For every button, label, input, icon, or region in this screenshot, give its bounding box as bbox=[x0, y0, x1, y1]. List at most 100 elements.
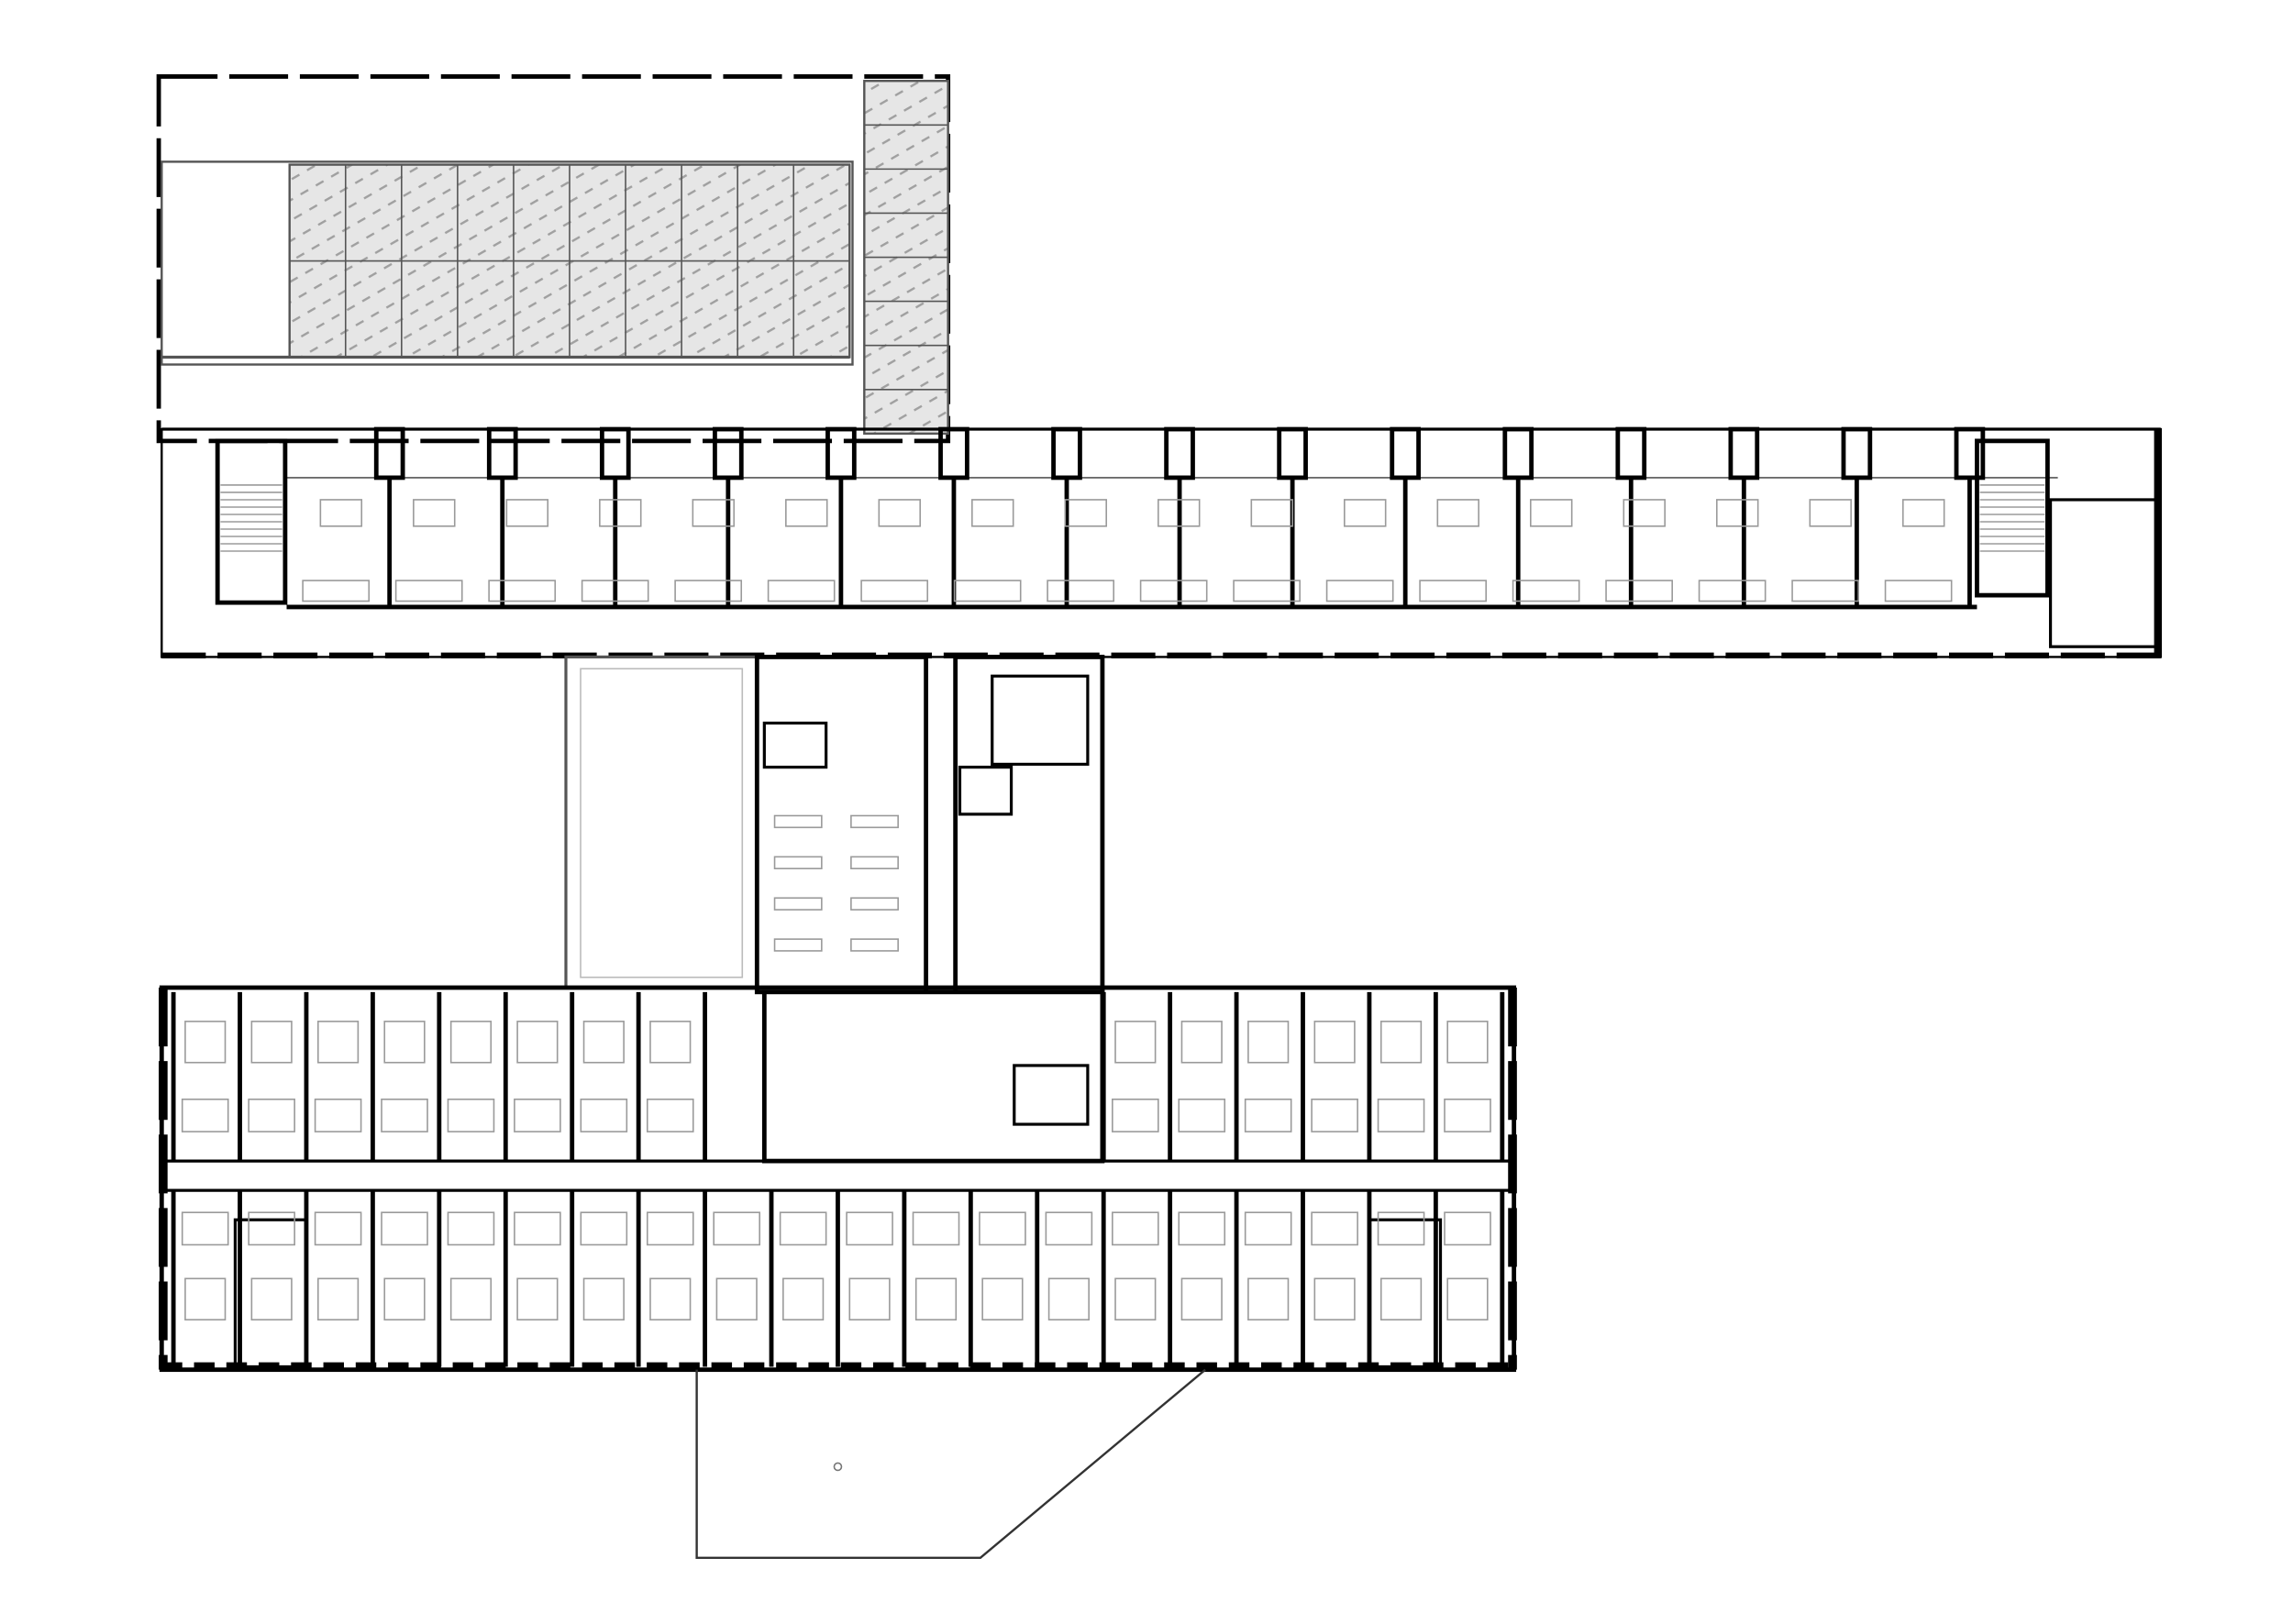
window-bay bbox=[373, 426, 405, 481]
bathroom bbox=[912, 1211, 960, 1246]
lower-core bbox=[761, 989, 1105, 1164]
bed bbox=[1180, 1021, 1223, 1064]
bathroom-fixtures bbox=[1698, 580, 1767, 602]
bathroom-fixtures bbox=[1325, 580, 1394, 602]
bed bbox=[505, 499, 549, 527]
atrium bbox=[564, 655, 759, 989]
central-link bbox=[564, 655, 1105, 995]
bathroom bbox=[713, 1211, 761, 1246]
bathroom-fixtures bbox=[1884, 580, 1953, 602]
west-stair bbox=[215, 438, 288, 605]
bathroom bbox=[248, 1099, 295, 1132]
bed bbox=[516, 1021, 559, 1064]
bathroom bbox=[979, 1211, 1026, 1246]
bathroom bbox=[580, 1099, 628, 1132]
window-bay bbox=[1502, 426, 1534, 481]
bed bbox=[715, 1277, 758, 1320]
lift-1 bbox=[762, 721, 828, 769]
bathroom bbox=[181, 1211, 229, 1246]
bathroom-fixtures bbox=[860, 580, 929, 602]
bed bbox=[785, 499, 828, 527]
dining-table bbox=[850, 938, 899, 952]
bed bbox=[1250, 499, 1293, 527]
bathroom-fixtures bbox=[1512, 580, 1580, 602]
bathroom bbox=[1178, 1211, 1226, 1246]
bed bbox=[1313, 1277, 1356, 1320]
bathroom bbox=[181, 1099, 229, 1132]
window-bay bbox=[1841, 426, 1873, 481]
terrace-marker bbox=[833, 1462, 843, 1472]
bathroom bbox=[1112, 1099, 1159, 1132]
east-stair bbox=[1975, 438, 2050, 598]
bathroom-fixtures bbox=[1139, 580, 1208, 602]
stair-treads bbox=[1979, 484, 2045, 552]
bathroom bbox=[1244, 1099, 1292, 1132]
window-bay bbox=[1277, 426, 1308, 481]
upper-wing-outline bbox=[161, 427, 2162, 658]
bathroom bbox=[381, 1211, 428, 1246]
bed bbox=[848, 1277, 891, 1320]
dining-table bbox=[773, 938, 823, 952]
dining-tables bbox=[773, 814, 899, 952]
bathroom bbox=[314, 1211, 362, 1246]
bathroom bbox=[846, 1211, 893, 1246]
bed bbox=[692, 499, 736, 527]
bathroom-fixtures bbox=[1047, 580, 1115, 602]
bathroom bbox=[1377, 1099, 1425, 1132]
bathroom-fixtures bbox=[1419, 580, 1487, 602]
bathroom-fixtures bbox=[394, 580, 463, 602]
bed bbox=[1530, 499, 1573, 527]
bed bbox=[1715, 499, 1759, 527]
bed bbox=[250, 1021, 293, 1064]
bed bbox=[1446, 1277, 1489, 1320]
bathroom bbox=[580, 1211, 628, 1246]
window-bay bbox=[486, 426, 518, 481]
stair-treads bbox=[220, 484, 282, 552]
bed bbox=[649, 1021, 692, 1064]
bed bbox=[449, 1277, 493, 1320]
bed bbox=[782, 1277, 825, 1320]
lower-guest-rooms bbox=[171, 991, 1505, 1367]
bathroom-fixtures bbox=[1791, 580, 1859, 602]
window-bay bbox=[1728, 426, 1760, 481]
bed bbox=[319, 499, 363, 527]
upper-guest-rooms bbox=[302, 426, 1986, 607]
bed bbox=[1114, 1021, 1157, 1064]
bed bbox=[449, 1021, 493, 1064]
bathroom-fixtures bbox=[953, 580, 1022, 602]
north-block bbox=[156, 74, 951, 444]
dining-table bbox=[773, 856, 823, 870]
bed bbox=[1623, 499, 1666, 527]
bed bbox=[1446, 1021, 1489, 1064]
bathroom bbox=[1178, 1099, 1226, 1132]
bed bbox=[316, 1021, 360, 1064]
dining-table bbox=[773, 814, 823, 829]
bathroom-fixtures bbox=[1233, 580, 1302, 602]
lift-3 bbox=[1013, 1064, 1090, 1126]
east-suite bbox=[2048, 498, 2158, 648]
bathroom bbox=[447, 1211, 495, 1246]
bathroom bbox=[1444, 1211, 1491, 1246]
bed bbox=[1114, 1277, 1157, 1320]
bed bbox=[971, 499, 1014, 527]
bathroom bbox=[646, 1099, 694, 1132]
staff-area bbox=[754, 655, 929, 995]
bed bbox=[383, 1277, 426, 1320]
bathroom bbox=[1311, 1211, 1358, 1246]
courtyard-glazing-grid bbox=[289, 164, 850, 358]
bed bbox=[516, 1277, 559, 1320]
bed bbox=[878, 499, 922, 527]
bathroom bbox=[1377, 1211, 1425, 1246]
bathroom bbox=[248, 1211, 295, 1246]
bed bbox=[413, 499, 456, 527]
bathroom bbox=[1045, 1211, 1093, 1246]
dining-table bbox=[850, 897, 899, 911]
core-stair bbox=[991, 674, 1090, 767]
bed bbox=[914, 1277, 958, 1320]
bed bbox=[1047, 1277, 1090, 1320]
bathroom bbox=[1112, 1211, 1159, 1246]
upper-wing bbox=[161, 426, 2162, 659]
bed bbox=[383, 1021, 426, 1064]
window-bay bbox=[713, 426, 744, 481]
